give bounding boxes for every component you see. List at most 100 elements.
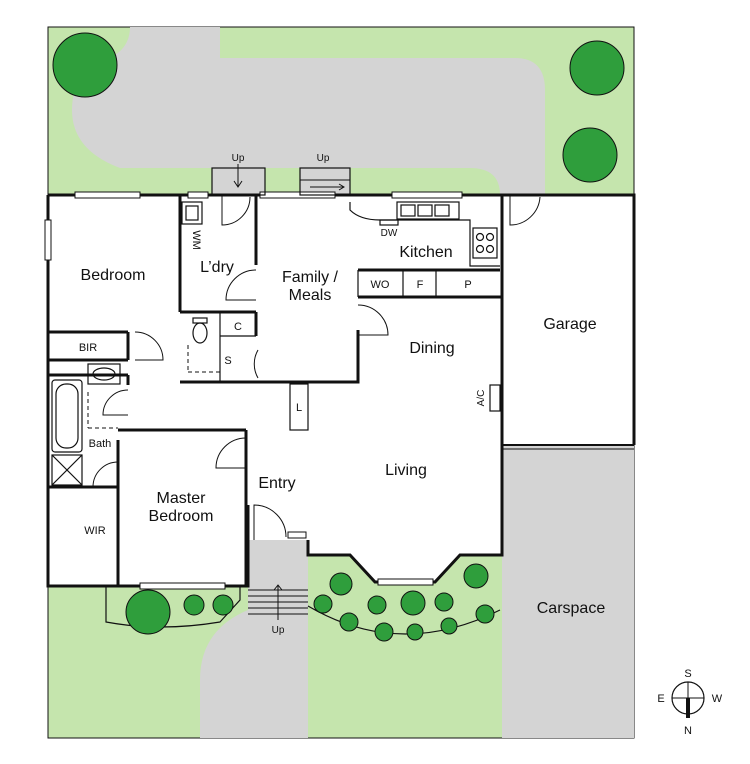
label-p: P — [464, 279, 471, 291]
burner — [485, 232, 495, 242]
driveway-top — [72, 27, 545, 195]
label-bir: BIR — [79, 342, 97, 354]
door-entry — [253, 504, 287, 540]
vanity — [87, 363, 121, 385]
outer-wall — [48, 193, 504, 584]
vanity-basin — [92, 367, 116, 381]
label-s: S — [224, 355, 231, 367]
room-label-carspace: Carspace — [537, 600, 606, 617]
shrub — [440, 617, 458, 635]
room-label-family: Family / — [282, 269, 339, 286]
laundry-trough-inner — [185, 205, 199, 221]
room-label-laundry: L’dry — [200, 259, 234, 276]
trees — [52, 32, 625, 642]
doors — [92, 195, 541, 540]
room-label-entry: Entry — [258, 475, 295, 492]
cooktop — [472, 227, 498, 259]
window — [377, 578, 434, 586]
walls — [46, 193, 636, 588]
sink-bowl — [400, 204, 416, 217]
door-laundry — [225, 269, 257, 301]
label-c: C — [234, 321, 242, 333]
window — [139, 582, 226, 590]
shrub — [434, 592, 454, 612]
house-footprint — [48, 195, 634, 586]
room-label-living: Living — [385, 462, 427, 479]
laundry-trough — [181, 201, 203, 225]
label-f: F — [417, 279, 424, 291]
bathtub — [51, 379, 83, 453]
sink-bowl — [434, 204, 450, 217]
linen-cupboard — [289, 383, 309, 431]
room-label-bedroom: Bedroom — [81, 267, 146, 284]
room-label-garage: Garage — [543, 316, 596, 333]
burner — [485, 244, 495, 254]
sink-bowl — [417, 204, 433, 217]
door-wc — [253, 349, 259, 379]
compass-n: N — [684, 725, 692, 737]
door-garage — [509, 195, 541, 226]
compass-e: E — [657, 693, 664, 705]
tree-master-garden — [125, 589, 171, 635]
shrub — [367, 595, 387, 615]
family-south-wall — [258, 330, 360, 384]
ac-unit — [489, 384, 501, 412]
labels: Bedroom L’dry WM Family / Meals Kitchen … — [79, 153, 606, 636]
door-dining — [357, 304, 389, 336]
label-up-laundry: Up — [232, 153, 245, 164]
steps-family — [299, 167, 351, 196]
window — [74, 191, 141, 199]
door-bath — [102, 389, 129, 416]
room-label-wir: WIR — [84, 525, 105, 537]
shrub — [212, 594, 234, 616]
steps-arrowhead — [338, 183, 345, 191]
shrub — [183, 594, 205, 616]
steps — [211, 164, 351, 620]
door-laundry-ext — [221, 195, 251, 226]
steps-entry — [248, 584, 308, 620]
burner — [475, 244, 485, 254]
dishwasher — [379, 219, 399, 226]
door-wir — [92, 461, 119, 488]
tree-top-right — [569, 40, 625, 96]
steps-arrowhead — [233, 180, 243, 188]
window — [187, 191, 209, 199]
shrub — [475, 604, 495, 624]
garden-bed-rear — [105, 586, 241, 628]
house-floor — [48, 195, 502, 586]
room-label-kitchen: Kitchen — [399, 244, 452, 261]
shower-x — [51, 454, 83, 486]
room-label-meals: Meals — [289, 287, 332, 304]
label-ac: A/C — [476, 390, 487, 407]
compass-w: W — [712, 693, 723, 705]
label-up-entry: Up — [272, 625, 285, 636]
compass-s: S — [684, 668, 691, 680]
compass: S E W N — [657, 668, 722, 737]
toilet-cistern — [192, 317, 208, 324]
windows — [44, 191, 463, 590]
compass-needle — [686, 698, 690, 718]
kitchen-bench — [349, 202, 500, 267]
window — [391, 191, 463, 199]
room-label-dining: Dining — [409, 340, 454, 357]
window — [287, 531, 307, 539]
label-wm: WM — [190, 230, 202, 250]
tree-top-left — [52, 32, 118, 98]
shrub — [339, 612, 359, 632]
fixtures — [51, 201, 501, 486]
bathtub-inner — [55, 383, 79, 449]
kitchen-sink — [396, 201, 460, 220]
window — [44, 219, 52, 261]
door-bedroom — [134, 331, 164, 361]
room-label-bath: Bath — [89, 438, 112, 450]
label-l: L — [296, 402, 302, 414]
shrub — [400, 590, 426, 616]
garage-floor — [502, 195, 634, 445]
shower — [51, 454, 83, 486]
shrub — [463, 563, 489, 589]
garage-walls — [502, 193, 636, 445]
room-label-master: Master — [157, 490, 207, 507]
label-dw: DW — [381, 228, 398, 239]
label-up-family: Up — [317, 153, 330, 164]
